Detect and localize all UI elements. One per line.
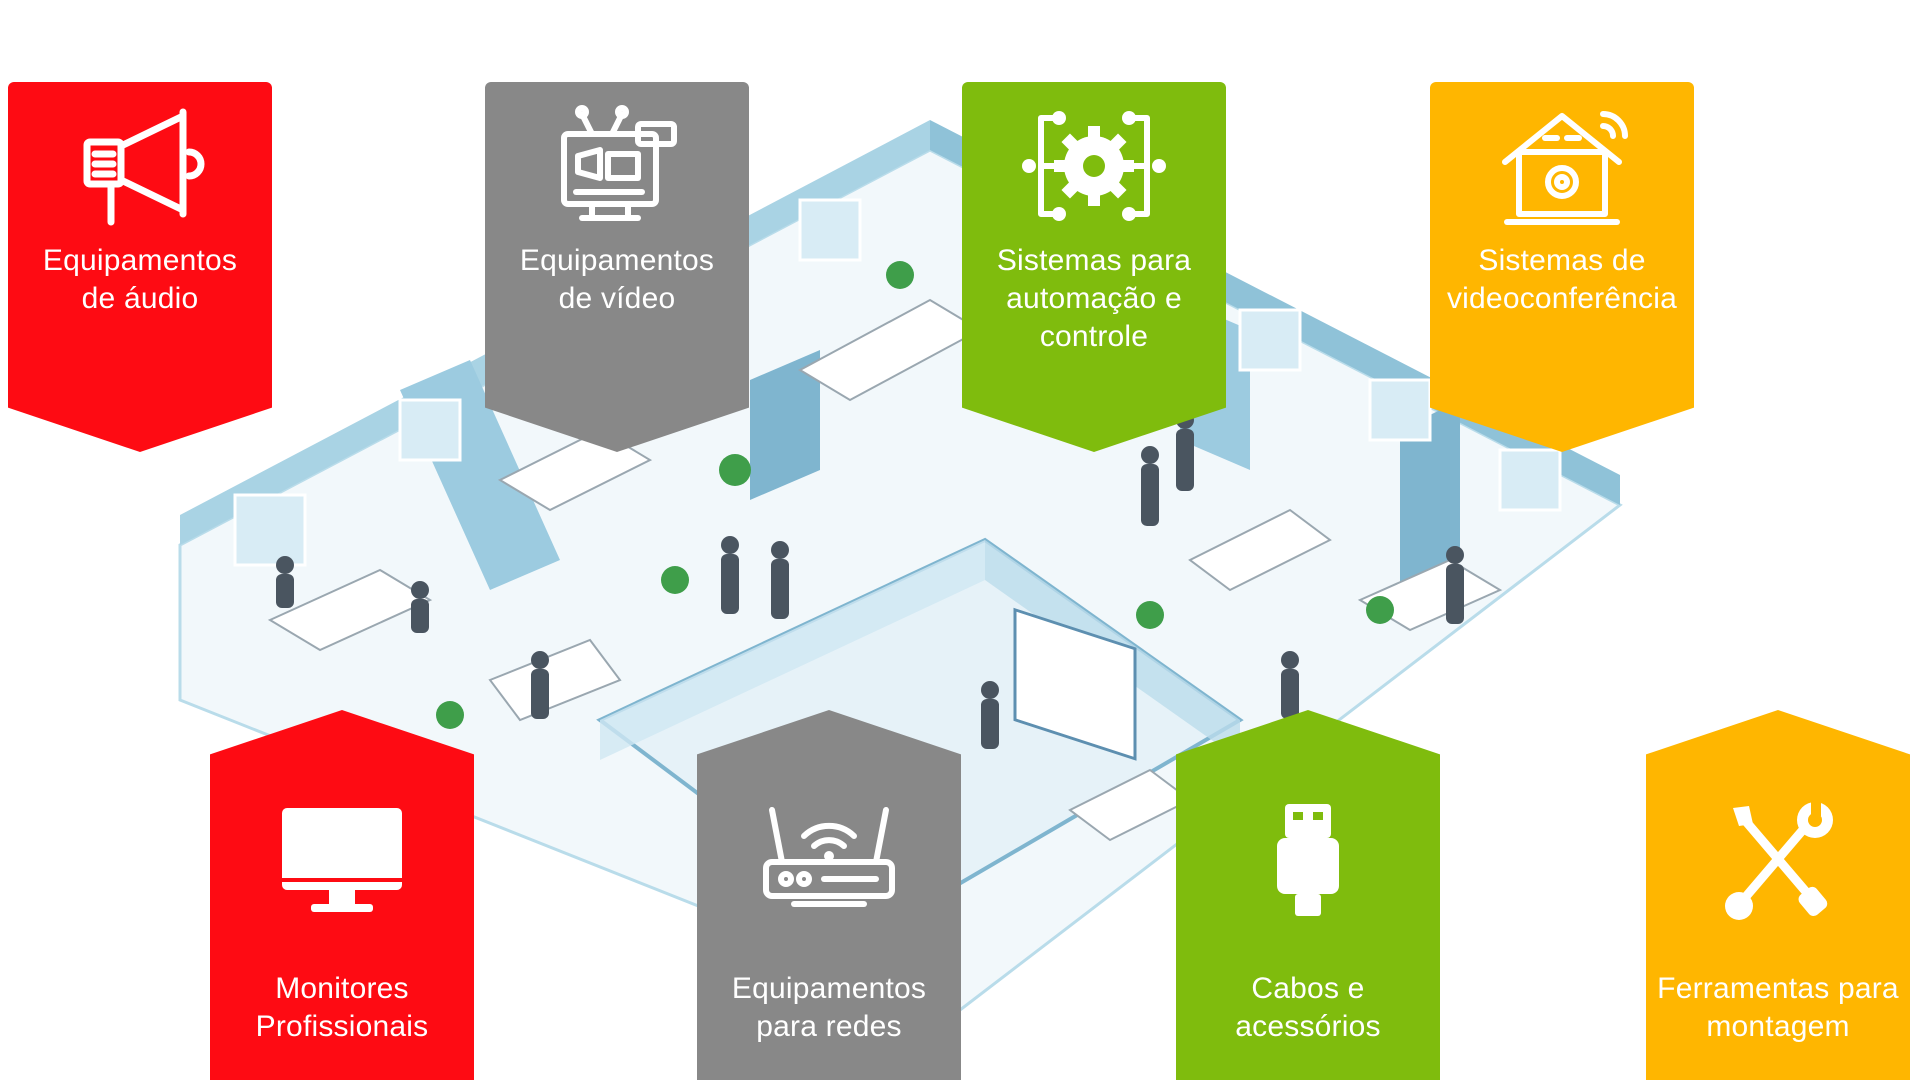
megaphone-icon <box>83 108 205 226</box>
category-label: Ferramentas para montagem <box>1657 972 1899 1043</box>
video-monitor-icon <box>561 105 677 221</box>
whiteboard <box>1013 607 1137 761</box>
category-video-equipment[interactable]: Equipamentos de vídeo <box>485 82 749 452</box>
category-label: Equipamentos para redes <box>731 972 927 1043</box>
category-label: Equipamentos de vídeo <box>519 244 715 315</box>
category-videoconference[interactable]: Sistemas de videoconferência <box>1430 82 1694 452</box>
category-label: Monitores Profissionais <box>255 972 429 1043</box>
category-label: Sistemas para automação e controle <box>996 244 1192 353</box>
category-label: Equipamentos de áudio <box>42 244 238 315</box>
router-icon <box>763 807 895 907</box>
category-label: Sistemas de videoconferência <box>1446 244 1678 315</box>
partition-wall <box>750 350 820 500</box>
tools-icon <box>1725 802 1833 920</box>
category-cables-accessories[interactable]: Cabos e acessórios <box>1176 710 1440 1080</box>
usb-plug-icon <box>1277 804 1339 916</box>
category-label: Cabos e acessórios <box>1235 972 1381 1043</box>
category-audio-equipment[interactable]: Equipamentos de áudio <box>8 82 272 452</box>
category-professional-monitors[interactable]: Monitores Profissionais <box>210 710 474 1080</box>
monitor-icon <box>282 808 402 912</box>
windows <box>233 198 1562 567</box>
gear-network-icon <box>1022 111 1166 221</box>
category-mounting-tools[interactable]: Ferramentas para montagem <box>1646 710 1910 1080</box>
glass-wall <box>600 540 985 760</box>
plants <box>436 261 1394 729</box>
partition-wall <box>1400 400 1460 590</box>
category-network-equipment[interactable]: Equipamentos para redes <box>697 710 961 1080</box>
category-automation-control[interactable]: Sistemas para automação e controle <box>962 82 1226 452</box>
smart-home-icon <box>1502 111 1628 225</box>
